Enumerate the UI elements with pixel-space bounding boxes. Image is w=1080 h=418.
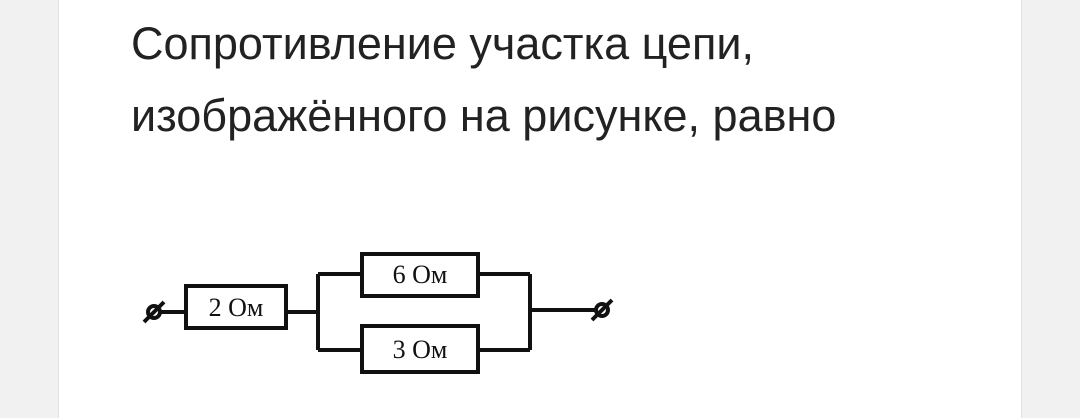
resistor-2-ohm	[184, 284, 288, 330]
circuit-diagram: 2 Ом 6 Ом 3 Ом	[142, 252, 614, 374]
question-text: Сопротивление участка цепи, изображённог…	[131, 8, 991, 152]
resistor-6-ohm-label: 6 Ом	[393, 260, 448, 289]
resistor-3-ohm-label: 3 Ом	[393, 335, 448, 364]
question-line-2: изображённого на рисунке, равно	[131, 90, 837, 141]
left-terminal-slash	[142, 300, 166, 324]
question-line-1: Сопротивление участка цепи,	[131, 18, 754, 69]
resistor-2-ohm-label: 2 Ом	[209, 293, 264, 322]
question-card: Сопротивление участка цепи, изображённог…	[58, 0, 1022, 418]
right-terminal-slash	[590, 298, 614, 322]
right-terminal	[594, 302, 610, 318]
